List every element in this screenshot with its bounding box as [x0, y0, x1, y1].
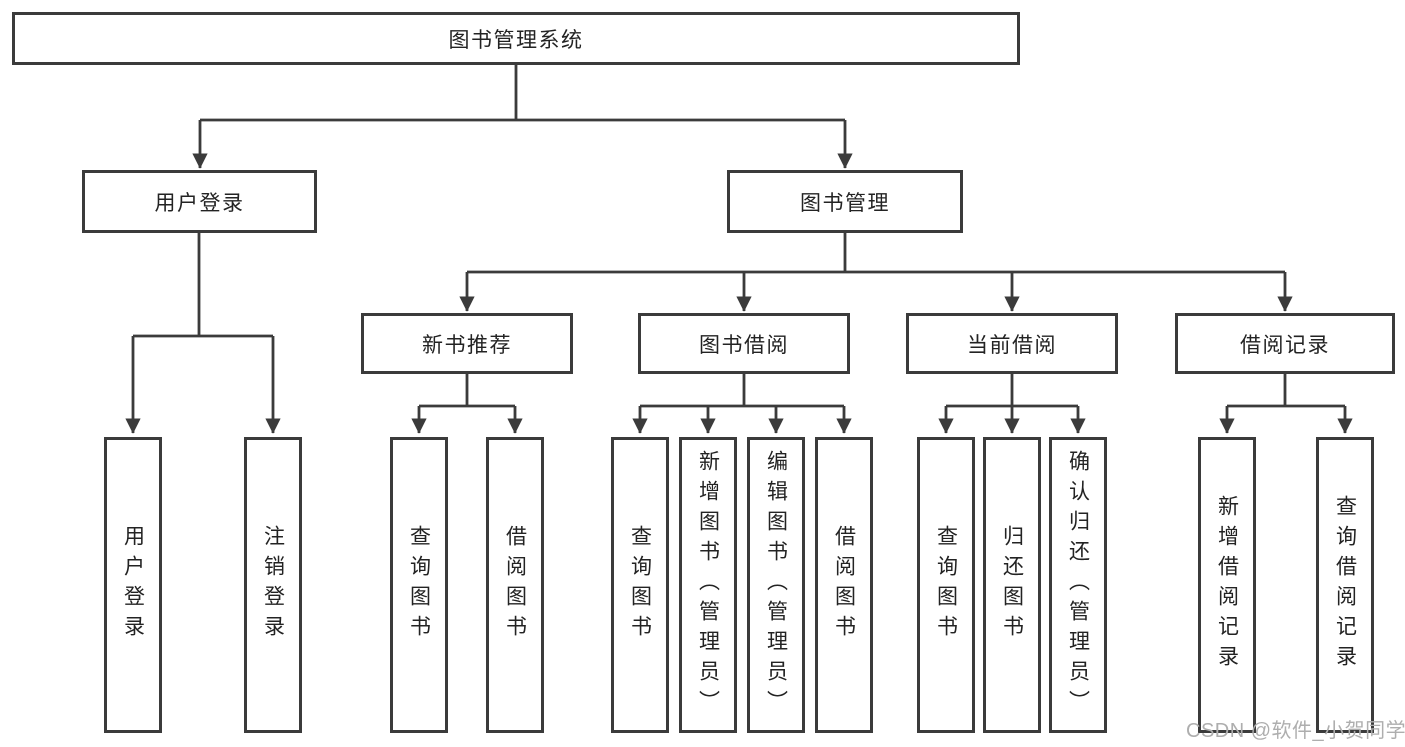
node-label: 编辑图书（管理员）	[764, 450, 788, 720]
leaf-current-confirm-return-admin: 确认归还（管理员）	[1049, 437, 1107, 733]
csdn-watermark: CSDN @软件_小贺同学	[1186, 720, 1405, 742]
leaf-user-login: 用户登录	[104, 437, 162, 733]
node-library-management-system: 图书管理系统	[12, 12, 1020, 65]
node-label: 归还图书	[1000, 525, 1024, 645]
leaf-borrow-borrow-books: 借阅图书	[815, 437, 873, 733]
node-new-book-recommend: 新书推荐	[361, 313, 573, 374]
node-label: 查询借阅记录	[1333, 495, 1357, 675]
leaf-recommend-query-books: 查询图书	[390, 437, 448, 733]
node-book-borrow: 图书借阅	[638, 313, 850, 374]
node-label: 图书管理	[800, 191, 890, 215]
node-label: 确认归还（管理员）	[1066, 450, 1090, 720]
node-current-borrow: 当前借阅	[906, 313, 1118, 374]
node-label: 新书推荐	[422, 333, 512, 357]
leaf-current-return-books: 归还图书	[983, 437, 1041, 733]
node-label: 用户登录	[154, 191, 245, 215]
node-label: 借阅图书	[503, 525, 527, 645]
leaf-recommend-borrow-books: 借阅图书	[486, 437, 544, 733]
leaf-logout-login: 注销登录	[244, 437, 302, 733]
node-borrow-records: 借阅记录	[1175, 313, 1395, 374]
node-label: 借阅记录	[1240, 333, 1330, 357]
node-label: 用户登录	[121, 525, 145, 645]
node-label: 借阅图书	[832, 525, 856, 645]
node-book-management: 图书管理	[727, 170, 963, 233]
node-label: 查询图书	[934, 525, 958, 645]
node-user-login: 用户登录	[82, 170, 317, 233]
node-label: 查询图书	[407, 525, 431, 645]
leaf-borrow-query-books: 查询图书	[611, 437, 669, 733]
node-label: 新增借阅记录	[1215, 495, 1239, 675]
node-label: 当前借阅	[967, 333, 1057, 357]
leaf-records-query-borrow-record: 查询借阅记录	[1316, 437, 1374, 733]
leaf-borrow-add-books-admin: 新增图书（管理员）	[679, 437, 737, 733]
node-label: 新增图书（管理员）	[696, 450, 720, 720]
node-label: 注销登录	[261, 525, 285, 645]
node-label: 查询图书	[628, 525, 652, 645]
node-label: 图书借阅	[699, 333, 789, 357]
leaf-borrow-edit-books-admin: 编辑图书（管理员）	[747, 437, 805, 733]
leaf-records-add-borrow-record: 新增借阅记录	[1198, 437, 1256, 733]
node-label: 图书管理系统	[448, 28, 584, 52]
leaf-current-query-books: 查询图书	[917, 437, 975, 733]
